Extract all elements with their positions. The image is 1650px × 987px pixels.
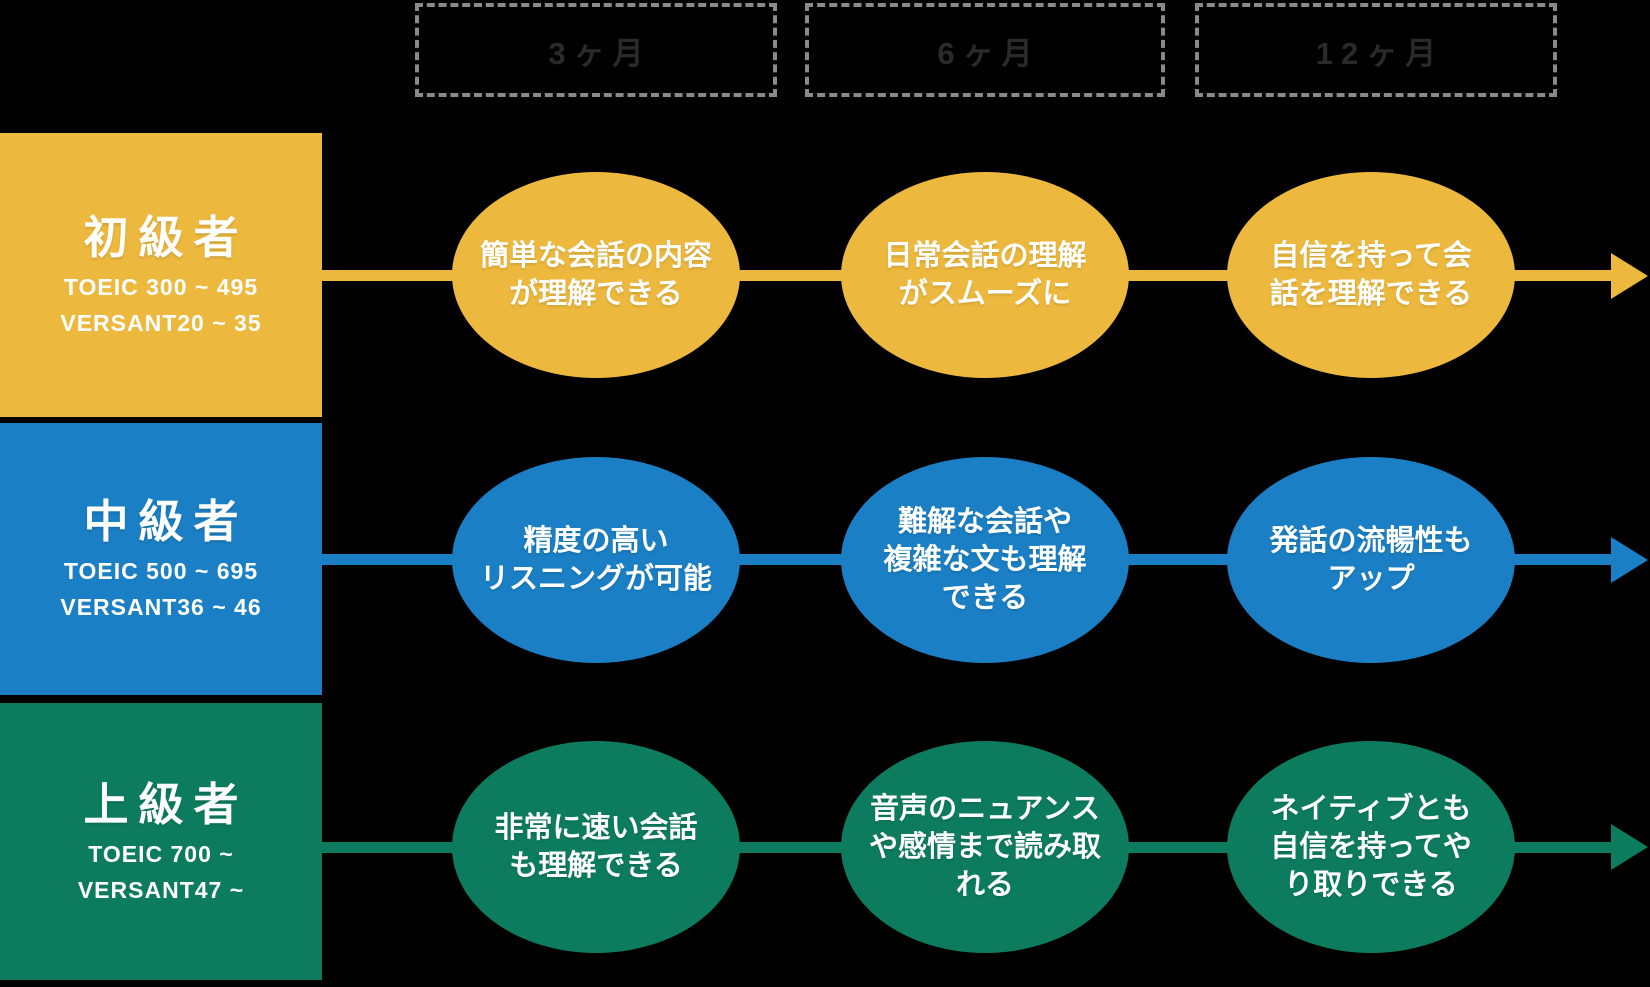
milestone-label: 非常に速い会話 も理解できる — [494, 811, 698, 882]
milestone-bubble: 簡単な会話の内容 が理解できる — [452, 172, 740, 378]
milestone-label: 音声のニュアンス や感情まで読み取 れる — [868, 792, 1101, 902]
milestone-label: 精度の高い リスニングが可能 — [479, 524, 712, 595]
level-versant-intermediate: VERSANT36 ~ 46 — [60, 594, 262, 620]
period-label-12months: 12ヶ月 — [1315, 35, 1445, 71]
period-box-12months: 12ヶ月 — [1195, 3, 1557, 97]
milestone-bubble: 自信を持って会 話を理解できる — [1227, 172, 1515, 378]
level-versant-beginner: VERSANT20 ~ 35 — [60, 310, 262, 336]
milestone-bubble: 日常会話の理解 がスムーズに — [841, 172, 1129, 378]
milestone-bubble: 音声のニュアンス や感情まで読み取 れる — [841, 741, 1129, 953]
milestone-bubble: ネイティブとも 自信を持ってや り取りできる — [1227, 741, 1515, 953]
milestone-bubble: 難解な会話や 複雑な文も理解 できる — [841, 457, 1129, 663]
milestone-label: 難解な会話や 複雑な文も理解 できる — [883, 505, 1087, 615]
period-box-3months: 3ヶ月 — [415, 3, 777, 97]
period-box-6months: 6ヶ月 — [805, 3, 1165, 97]
level-name-intermediate: 中級者 — [83, 496, 249, 547]
period-label-3months: 3ヶ月 — [548, 35, 652, 71]
level-toeic-beginner: TOEIC 300 ~ 495 — [63, 274, 259, 300]
milestone-bubble: 非常に速い会話 も理解できる — [452, 741, 740, 953]
milestone-label: 日常会話の理解 がスムーズに — [883, 239, 1087, 310]
level-name-beginner: 初級者 — [83, 212, 249, 263]
milestone-label: ネイティブとも 自信を持ってや り取りできる — [1270, 792, 1472, 902]
level-box-intermediate: 中級者 TOEIC 500 ~ 695 VERSANT36 ~ 46 — [0, 423, 322, 695]
arrow-right-icon — [1611, 824, 1648, 870]
milestone-bubble: 発話の流暢性も アップ — [1227, 457, 1515, 663]
level-toeic-advanced: TOEIC 700 ~ — [88, 840, 234, 867]
level-versant-advanced: VERSANT47 ~ — [77, 876, 245, 903]
arrow-right-icon — [1611, 253, 1648, 299]
period-label-6months: 6ヶ月 — [937, 35, 1041, 71]
milestone-label: 簡単な会話の内容 が理解できる — [479, 239, 712, 310]
milestone-label: 自信を持って会 話を理解できる — [1269, 239, 1473, 310]
level-name-advanced: 上級者 — [83, 778, 249, 830]
level-toeic-intermediate: TOEIC 500 ~ 695 — [63, 558, 259, 584]
arrow-right-icon — [1611, 537, 1648, 583]
milestone-bubble: 精度の高い リスニングが可能 — [452, 457, 740, 663]
milestone-label: 発話の流暢性も アップ — [1269, 524, 1473, 595]
level-box-beginner: 初級者 TOEIC 300 ~ 495 VERSANT20 ~ 35 — [0, 133, 322, 417]
level-box-advanced: 上級者 TOEIC 700 ~ VERSANT47 ~ — [0, 703, 322, 980]
